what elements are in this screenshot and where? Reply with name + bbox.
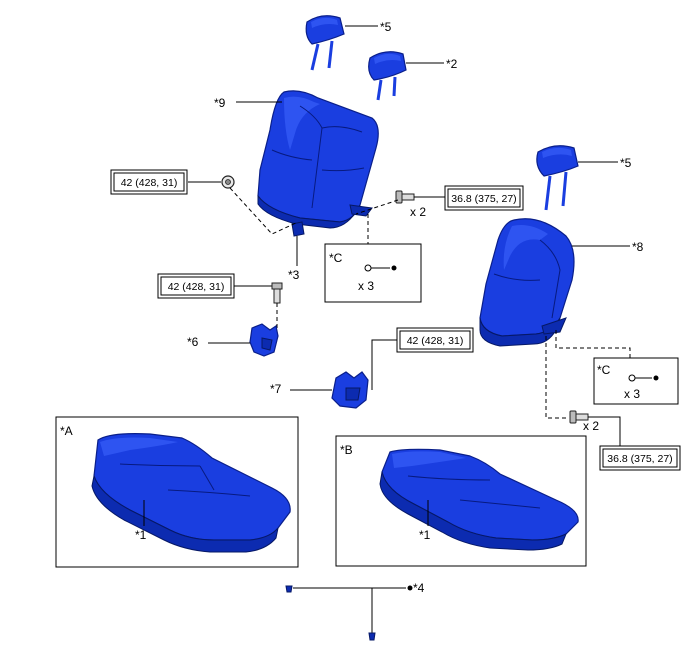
label-star6: *6: [187, 335, 199, 349]
seat-cushion-b: [379, 448, 579, 551]
detail-box-c-right: *C x 3: [593, 357, 679, 405]
label-star1-right: *1: [419, 528, 431, 542]
bolt-upper: [395, 190, 415, 204]
panel-a: *A: [55, 416, 299, 568]
label-a: *A: [60, 424, 73, 438]
label-star5-right: *5: [620, 156, 632, 170]
torque-value-left-mid: 42 (428, 31): [168, 281, 225, 293]
label-c-left: *C: [329, 251, 343, 265]
seat-cushion-a: [91, 433, 291, 553]
label-star5-top: *5: [380, 20, 392, 34]
dash-bolt-to-seatback: [355, 199, 399, 215]
torque-value-mid: 42 (428, 31): [407, 335, 464, 347]
detail-box-c-left: *C x 3: [324, 243, 422, 303]
leader-torque-mid: [371, 339, 397, 390]
torque-box-left-mid: 42 (428, 31): [157, 273, 235, 299]
leader-torque-right-lower: [588, 416, 621, 446]
label-star7: *7: [270, 382, 282, 396]
clip-bottom: [368, 632, 376, 641]
torque-box-right-upper: 36.8 (375, 27): [444, 185, 524, 211]
headrest-top: [305, 15, 345, 71]
torque-box-mid: 42 (428, 31): [396, 327, 474, 353]
seatback-left: [257, 90, 379, 229]
count-x3-right: x 3: [624, 387, 640, 401]
panel-b: *B: [335, 435, 587, 567]
bolt-lower: [569, 410, 589, 424]
hinge-bracket-center: [331, 371, 369, 409]
label-star9: *9: [214, 96, 226, 110]
torque-box-left-upper: 42 (428, 31): [110, 169, 188, 195]
label-star8: *8: [632, 240, 644, 254]
label-star2: *2: [446, 57, 458, 71]
label-c-right: *C: [597, 363, 611, 377]
label-b: *B: [340, 443, 353, 457]
hinge-cover: [291, 221, 305, 237]
count-x3-left: x 3: [358, 279, 374, 293]
label-star1-left: *1: [135, 528, 147, 542]
label-star3: *3: [288, 268, 300, 282]
torque-box-right-lower: 36.8 (375, 27): [599, 445, 681, 471]
torque-value-left-upper: 42 (428, 31): [121, 177, 178, 189]
count-x2-upper: x 2: [410, 205, 426, 219]
headrest-center: [368, 51, 407, 101]
marker-star4: [407, 585, 413, 591]
label-star4: *4: [413, 581, 425, 595]
torque-value-right-upper: 36.8 (375, 27): [451, 193, 516, 205]
nut-left-upper: [221, 175, 235, 189]
headrest-right: [536, 145, 579, 211]
hinge-bracket-left: [249, 323, 279, 357]
torque-value-right-lower: 36.8 (375, 27): [607, 453, 672, 465]
seatback-right: [479, 218, 575, 347]
bolt-left-mid: [271, 282, 283, 304]
count-x2-lower: x 2: [583, 419, 599, 433]
clip-left: [285, 585, 293, 593]
